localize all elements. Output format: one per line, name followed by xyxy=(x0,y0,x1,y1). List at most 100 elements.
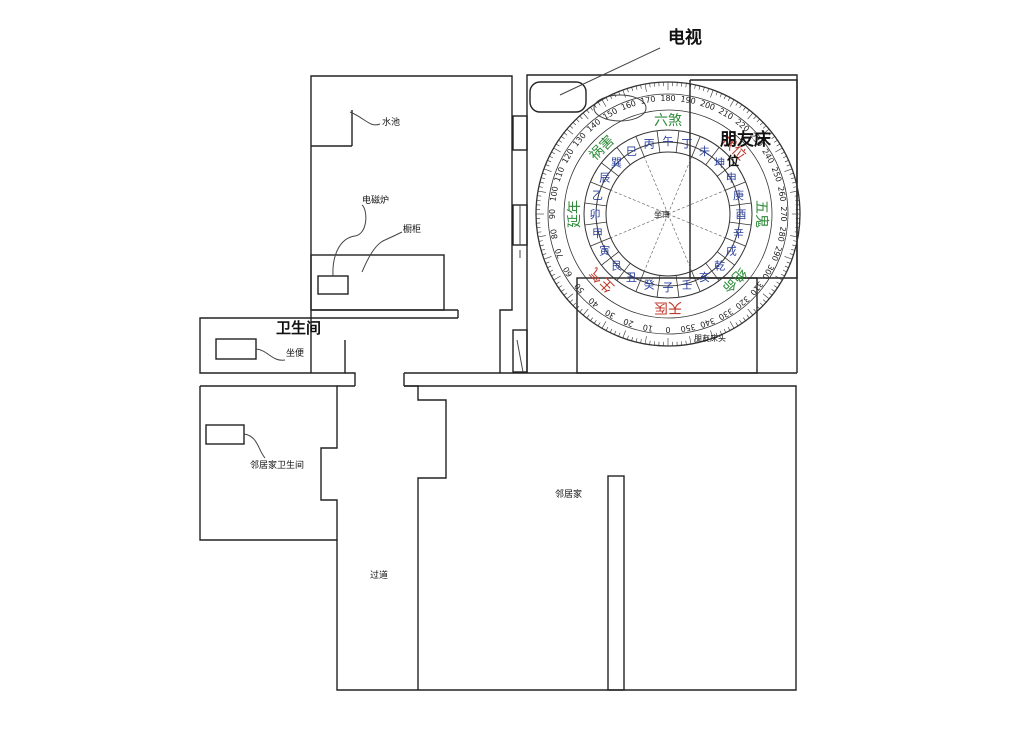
compass-tick xyxy=(762,299,767,303)
compass-tick xyxy=(780,273,785,277)
compass-tick xyxy=(547,265,552,268)
compass-sector-line xyxy=(675,275,680,298)
toilet-box xyxy=(215,338,257,360)
compass-tick xyxy=(549,155,554,159)
compass-tick xyxy=(597,322,601,327)
compass-trigram-mark: 乙 xyxy=(592,189,603,202)
compass-tick xyxy=(614,93,617,98)
compass-tick xyxy=(727,326,731,331)
compass-tick xyxy=(569,125,574,129)
compass-sector-line xyxy=(635,136,645,157)
compass-dashed-spoke xyxy=(610,213,669,239)
compass-tick xyxy=(561,288,565,292)
compass-trigram-mark: 辛 xyxy=(733,226,744,240)
bathroom-room: 坐便 卫生间 xyxy=(199,317,346,374)
compass-tick xyxy=(773,285,778,289)
svg-text:过道: 过道 xyxy=(370,569,388,581)
compass-tick xyxy=(762,128,770,135)
compass-tick xyxy=(719,93,722,98)
compass-tick xyxy=(542,253,547,256)
compass-tick xyxy=(553,275,561,281)
compass-tick xyxy=(545,164,550,167)
compass-degree-label: 120 xyxy=(560,147,575,165)
compass-sector-line xyxy=(716,251,735,266)
compass-degree-label: 280 xyxy=(776,226,788,243)
compass-tick xyxy=(590,107,594,111)
compass-tick xyxy=(609,328,613,333)
compass-tick xyxy=(775,275,783,281)
compass-tick xyxy=(790,190,799,193)
compass-tick xyxy=(635,85,638,90)
compass-tick xyxy=(762,125,767,129)
compass-tick xyxy=(753,115,757,120)
compass-tick xyxy=(539,181,544,184)
compass-tick xyxy=(771,288,775,292)
neighbor-bathroom-room: 邻居家卫生间 xyxy=(199,385,338,541)
compass-tick xyxy=(563,132,568,136)
compass-degree-label: 0 xyxy=(665,325,670,334)
compass-tick xyxy=(576,118,580,123)
compass-tick xyxy=(784,256,793,260)
compass-tick xyxy=(793,240,798,242)
compass-tick xyxy=(790,177,795,180)
compass-tick xyxy=(739,319,743,324)
compass-degree-label: 250 xyxy=(770,166,784,183)
compass-degree-label: 310 xyxy=(748,279,765,296)
compass-tick xyxy=(605,97,609,102)
svg-text:橱柜: 橱柜 xyxy=(403,223,421,235)
compass-dashed-spoke xyxy=(667,213,726,239)
compass-star-label: 延年 xyxy=(567,200,583,228)
compass-tick xyxy=(631,336,634,341)
svg-text:邻居家卫生间: 邻居家卫生间 xyxy=(250,459,304,471)
compass-sector-line xyxy=(656,130,661,153)
corridor: 过道 xyxy=(336,385,447,691)
compass-tick xyxy=(537,235,546,238)
cabinet-label: 橱柜 xyxy=(361,223,421,273)
compass-tick xyxy=(601,321,607,329)
compass-tick xyxy=(614,330,617,335)
water-tank-label: 水池 xyxy=(349,111,400,128)
compass-star-label: 六煞 xyxy=(654,113,682,129)
compass-tick xyxy=(768,132,773,136)
compass-tick xyxy=(794,195,799,197)
compass-sector-line xyxy=(725,181,746,191)
compass-tick xyxy=(768,292,773,296)
compass-tick xyxy=(710,89,714,98)
compass-tick xyxy=(685,83,687,88)
compass-tick xyxy=(753,308,757,313)
compass-tick xyxy=(747,112,754,120)
compass-sector-line xyxy=(616,262,631,281)
compass-sector-line xyxy=(616,147,631,166)
compass-tick xyxy=(576,305,580,310)
compass-tick xyxy=(582,308,589,316)
compass-tick xyxy=(569,299,574,303)
compass-tick xyxy=(775,147,783,153)
compass-sector-line xyxy=(705,262,720,281)
compass-sector-line xyxy=(675,130,680,153)
compass-tick xyxy=(537,231,542,233)
compass-tick xyxy=(746,109,750,114)
svg-text:邻居家: 邻居家 xyxy=(555,488,582,500)
compass-trigram-mark: 壬 xyxy=(681,279,692,292)
compass-tick xyxy=(698,85,701,90)
compass-degree-label: 260 xyxy=(776,186,788,203)
compass-sector-line xyxy=(691,136,701,157)
compass-trigram-mark: 卯 xyxy=(590,208,601,221)
compass-tick xyxy=(792,244,797,247)
compass-degree-label: 130 xyxy=(571,131,588,148)
compass-degree-label: 340 xyxy=(699,316,716,330)
compass-tick xyxy=(710,330,714,339)
compass-degree-label: 200 xyxy=(699,99,716,113)
compass-tick xyxy=(771,136,775,140)
tv-cabinet xyxy=(529,81,587,113)
compass-trigram-mark: 甲 xyxy=(592,227,603,240)
cabinet-counter xyxy=(310,254,445,311)
compass-sector-line xyxy=(725,237,746,247)
compass-tick xyxy=(649,340,651,345)
compass-tick xyxy=(759,302,764,306)
compass-tick xyxy=(538,240,543,242)
compass-tick xyxy=(618,332,621,337)
compass-trigram-mark: 寅 xyxy=(599,244,610,258)
compass-tick xyxy=(572,122,577,126)
compass-tick xyxy=(735,322,739,327)
